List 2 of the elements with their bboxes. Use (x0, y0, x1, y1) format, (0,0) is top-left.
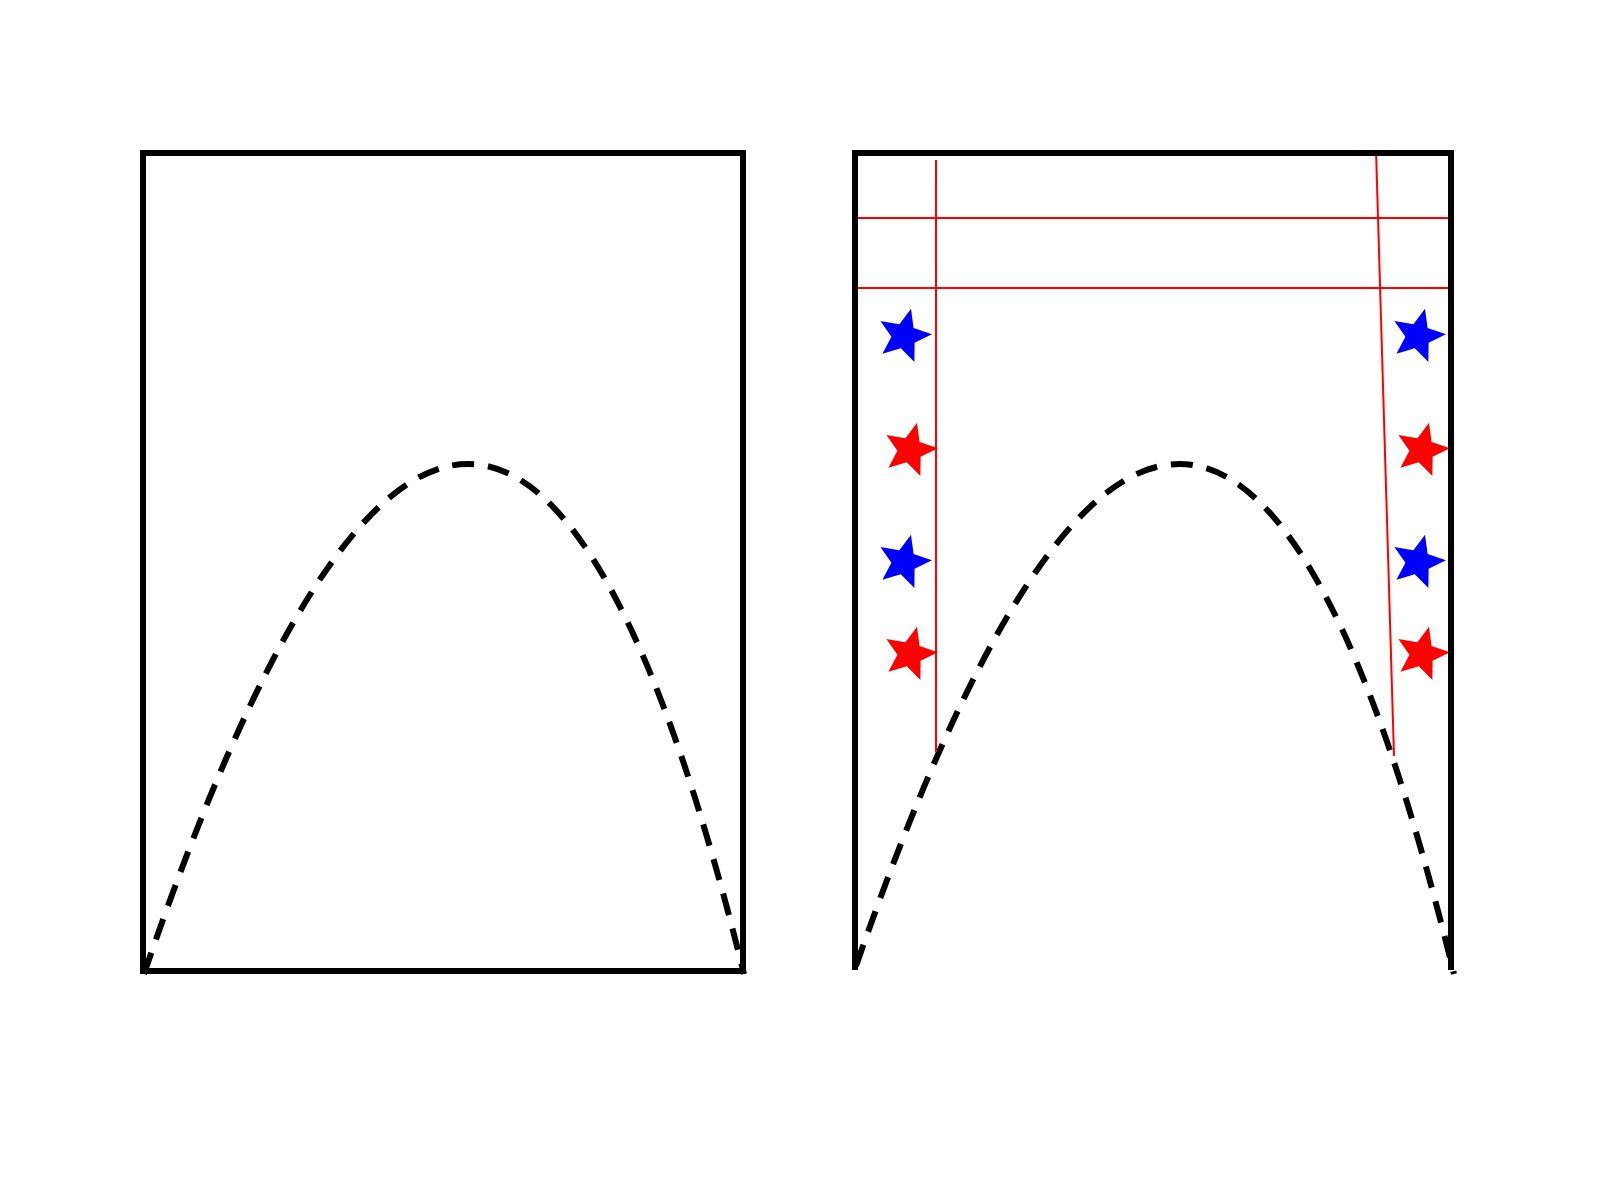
frame-outline (852, 150, 1454, 970)
frame-outline (140, 150, 746, 974)
